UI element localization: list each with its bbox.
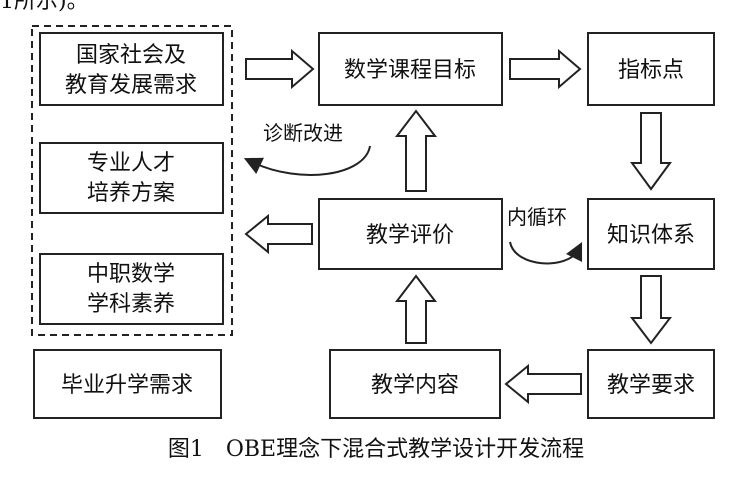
inner-loop-curve (509, 241, 583, 265)
box-teaching-content: 教学内容 (329, 349, 501, 419)
box-graduation-needs: 毕业升学需求 (33, 349, 222, 419)
box-talent-plan-line2: 培养方案 (87, 181, 175, 206)
dashed-group-frame (31, 25, 233, 336)
arrow-requirements-to-content (504, 363, 582, 405)
box-teaching-evaluation-label: 教学评价 (366, 223, 454, 248)
box-course-goals: 数学课程目标 (318, 32, 503, 106)
inner-loop-label: 内循环 (507, 205, 567, 229)
box-course-goals-label: 数学课程目标 (344, 58, 476, 83)
box-graduation-needs-label: 毕业升学需求 (61, 373, 193, 398)
arrow-evaluation-to-goals (394, 109, 438, 192)
diagnose-improve-label: 诊断改进 (263, 121, 343, 145)
box-math-literacy-line1: 中职数学 (87, 262, 175, 287)
box-national-needs-line2: 教育发展需求 (65, 73, 197, 98)
figure-caption: 图1 OBE理念下混合式教学设计开发流程 (168, 437, 584, 462)
box-national-needs: 国家社会及 教育发展需求 (39, 32, 224, 106)
arrow-content-to-evaluation (394, 274, 438, 344)
box-indicators-label: 指标点 (618, 58, 684, 83)
box-knowledge-system-label: 知识体系 (607, 223, 695, 248)
box-talent-plan-line1: 专业人才 (87, 151, 175, 176)
box-teaching-requirements: 教学要求 (587, 349, 715, 419)
diagnose-improve-curve (243, 145, 371, 176)
arrow-goals-to-indicators (509, 48, 582, 90)
box-math-literacy: 中职数学 学科素养 (39, 253, 224, 325)
box-knowledge-system: 知识体系 (587, 198, 715, 270)
box-talent-plan: 专业人才 培养方案 (39, 142, 224, 214)
arrow-indicators-to-knowledge (630, 112, 672, 191)
box-teaching-content-label: 教学内容 (371, 373, 459, 398)
arrow-needs-to-goals (245, 48, 315, 90)
box-indicators: 指标点 (587, 32, 715, 106)
arrow-knowledge-to-requirements (629, 275, 673, 345)
arrow-evaluation-to-left-group (244, 213, 313, 255)
box-math-literacy-line2: 学科素养 (87, 292, 175, 317)
box-teaching-evaluation: 教学评价 (318, 198, 503, 270)
box-national-needs-line1: 国家社会及 (76, 43, 186, 68)
header-fragment: 1所示)。 (0, 0, 89, 14)
box-teaching-requirements-label: 教学要求 (607, 373, 695, 398)
